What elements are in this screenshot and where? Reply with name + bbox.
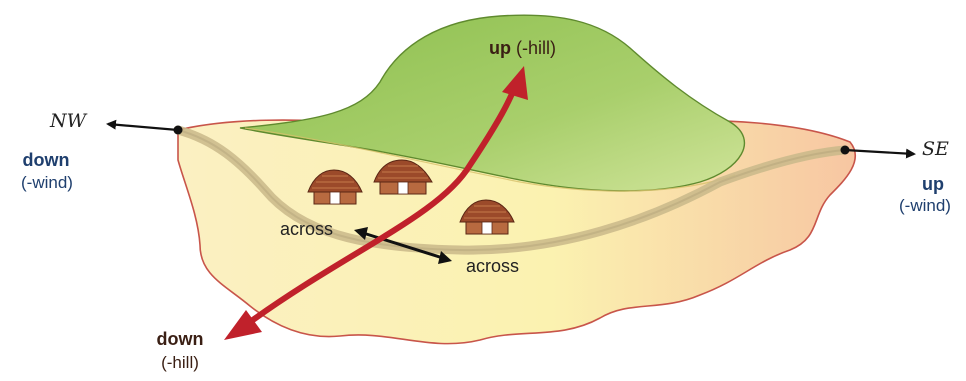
down-hill-sublabel: (-hill) (161, 353, 199, 372)
down-wind-label: down (22, 150, 70, 170)
up-hill-sub: (-hill) (516, 38, 557, 58)
se-label: SE (922, 138, 949, 160)
up-hill-label: up (-hill) (489, 39, 556, 57)
se-direction-arrow (844, 148, 916, 159)
nw-endpoint (173, 125, 183, 135)
hut-icon (307, 169, 363, 205)
across-right-label: across (466, 256, 520, 276)
hill-arrow (224, 66, 528, 340)
hill-base-line (244, 127, 736, 192)
hut-icon (373, 159, 433, 195)
up-wind-sublabel: (-wind) (899, 196, 951, 215)
down-wind-sublabel: (-wind) (21, 173, 73, 192)
nw-label: NW (50, 110, 87, 132)
across-arrow (354, 227, 452, 264)
hut-icon (459, 199, 515, 235)
green-hill (239, 14, 746, 192)
nw-direction-arrow (106, 119, 179, 132)
road (173, 125, 850, 255)
down-hill-label: down (156, 329, 204, 349)
up-wind-label: up (922, 174, 944, 194)
se-endpoint (840, 145, 850, 155)
up-hill-main: up (489, 38, 511, 58)
across-left-label: across (280, 219, 334, 239)
